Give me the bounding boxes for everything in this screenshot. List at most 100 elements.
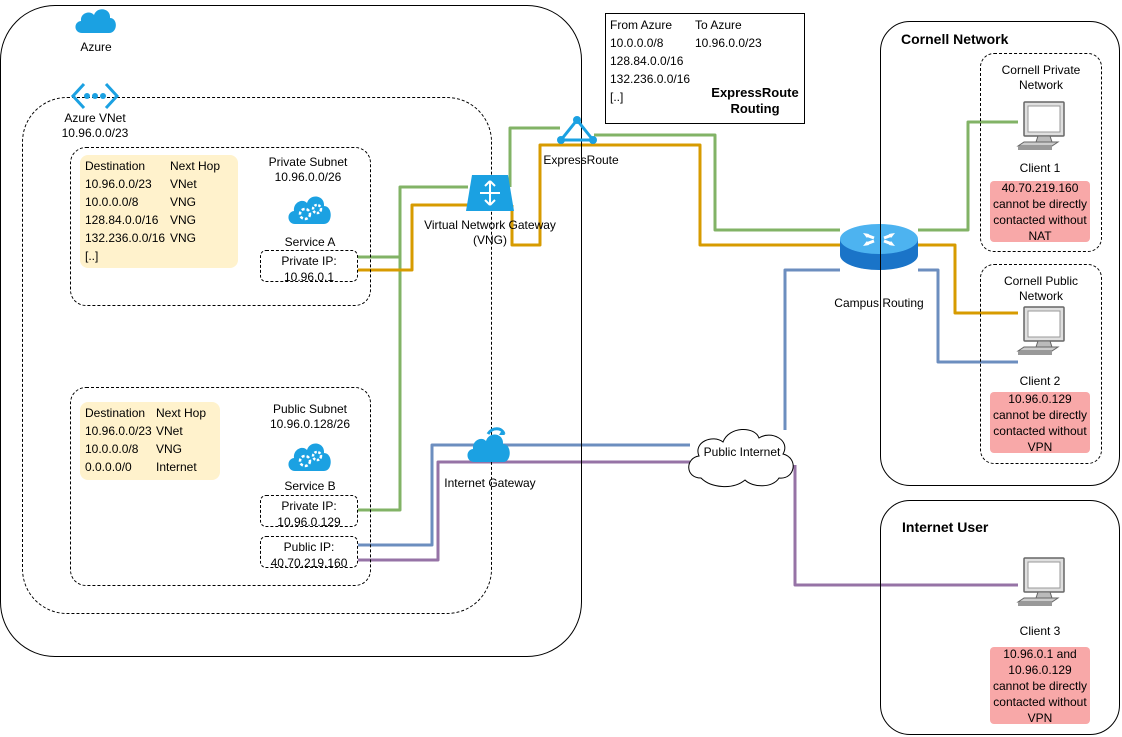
blue-link-internet-campus (783, 268, 840, 430)
expressroute-label: ExpressRoute (543, 153, 619, 167)
blue-link-public-ip (358, 443, 690, 547)
route-header: Destination Next Hop (85, 404, 215, 422)
note-line: cannot be directly (992, 407, 1088, 422)
blue-link-campus-client2 (918, 268, 1018, 364)
azure-cloud-icon (72, 3, 118, 40)
next-hop-header: Next Hop (170, 159, 221, 173)
route-destination: [..] (85, 249, 99, 263)
route-destination: 0.0.0.0/0 (85, 460, 132, 474)
from-azure-prefix: 10.0.0.0/8 (610, 36, 664, 50)
route-row: 128.84.0.0/16 VNG (85, 211, 233, 229)
green-link-campus-client1 (918, 120, 1018, 232)
private-ip-value: 10.96.0.1 (283, 270, 335, 284)
client-1-label: Client 1 (1019, 161, 1061, 175)
private-ip-label: Private IP: (281, 254, 337, 268)
cornell-network-title: Cornell Network (901, 31, 1009, 47)
client-1-computer-icon (1016, 100, 1066, 160)
service-a-private-ip-box: Private IP: 10.96.0.1 (260, 250, 358, 284)
service-a-label: Service A (284, 235, 336, 249)
note-line: 40.70.219.160 (1001, 180, 1079, 195)
note-line: 10.96.0.1 and (1003, 646, 1077, 661)
route-next-hop: VNG (156, 442, 183, 456)
note-line: 10.96.0.129 (1008, 391, 1072, 406)
route-destination: 10.96.0.0/23 (85, 424, 152, 438)
green-link-vng-expressroute (508, 126, 560, 187)
note-line: contacted without (993, 212, 1087, 227)
note-line: contacted without (993, 423, 1087, 438)
green-link-service-b (358, 187, 402, 512)
vnet-icon (70, 81, 120, 116)
route-next-hop: VNet (170, 177, 197, 191)
public-subnet-container (70, 387, 371, 586)
orange-link-vng-expressroute (510, 143, 840, 247)
next-hop-header: Next Hop (156, 406, 207, 420)
purple-link-public-ip (358, 460, 690, 562)
service-b-icon (285, 437, 335, 480)
expressroute-routing-box (605, 13, 805, 124)
orange-link-service-a (358, 203, 468, 272)
from-azure-prefix: [..] (610, 90, 624, 104)
route-row: 0.0.0.0/0 Internet (85, 458, 215, 476)
private-subnet-cidr: 10.96.0.0/26 (274, 170, 342, 184)
route-next-hop: VNG (170, 195, 197, 209)
route-next-hop: Internet (156, 460, 197, 474)
cornell-public-network-container (980, 264, 1102, 464)
route-destination: 128.84.0.0/16 (85, 213, 159, 227)
internet-gateway-icon (464, 424, 516, 471)
vnet-container (22, 97, 492, 614)
orange-link-campus-client2 (918, 243, 1018, 315)
from-azure-header: From Azure (610, 18, 673, 32)
route-row: 10.96.0.0/23 VNet (85, 422, 215, 440)
route-row: 132.236.0.0/16 VNG (85, 229, 233, 247)
client-2-label: Client 2 (1019, 374, 1061, 388)
public-ip-label: Public IP: (283, 540, 335, 554)
from-azure-prefix: 132.236.0.0/16 (610, 72, 691, 86)
to-azure-prefix: 10.96.0.0/23 (695, 36, 762, 50)
route-next-hop: VNet (156, 424, 183, 438)
router-icon (838, 219, 920, 278)
cornell-public-network-label: Cornell Public (1003, 274, 1079, 288)
from-azure-prefix: 128.84.0.0/16 (610, 54, 684, 68)
azure-container (0, 5, 582, 657)
vng-icon (464, 173, 516, 218)
route-row: 10.0.0.0/8 VNG (85, 193, 233, 211)
public-subnet-title: Public Subnet (272, 402, 348, 416)
internet-gateway-label: Internet Gateway (444, 476, 536, 490)
public-internet-cloud-icon (683, 420, 801, 495)
route-destination: 10.0.0.0/8 (85, 442, 139, 456)
public-subnet-cidr: 10.96.0.128/26 (269, 417, 351, 431)
note-line: NAT (1028, 228, 1052, 243)
purple-link-internet-client3 (793, 465, 1018, 587)
service-b-public-ip-box: Public IP: 40.70.219.160 (260, 536, 358, 570)
client-2-note: 10.96.0.129 cannot be directly contacted… (990, 391, 1090, 454)
to-azure-header: To Azure (695, 18, 742, 32)
cornell-private-network-label: Cornell Private (1001, 63, 1081, 77)
note-line: contacted without (993, 694, 1087, 709)
expressroute-icon (556, 114, 598, 151)
route-destination: 10.96.0.0/23 (85, 177, 152, 191)
public-route-table: Destination Next Hop 10.96.0.0/23 VNet 1… (80, 402, 220, 480)
route-header: Destination Next Hop (85, 157, 233, 175)
note-line: VPN (1027, 710, 1053, 725)
campus-routing-label: Campus Routing (834, 296, 924, 310)
cornell-private-network-container (980, 53, 1102, 252)
destination-header: Destination (85, 159, 146, 173)
destination-header: Destination (85, 406, 146, 420)
client-3-label: Client 3 (1019, 624, 1061, 638)
route-row: [..] (85, 247, 233, 265)
route-row: 10.96.0.0/23 VNet (85, 175, 233, 193)
vng-label: Virtual Network Gateway (424, 218, 556, 232)
green-link-expressroute-campus (594, 133, 840, 232)
note-line: cannot be directly (992, 678, 1088, 693)
routing-title: Routing (730, 101, 780, 116)
azure-label: Azure (80, 40, 112, 54)
private-subnet-container (70, 147, 371, 306)
route-next-hop: VNG (170, 213, 197, 227)
internet-user-container (880, 500, 1120, 735)
internet-user-title: Internet User (902, 519, 989, 535)
cornell-network-container (880, 21, 1120, 486)
route-next-hop: VNG (170, 231, 197, 245)
route-row: 10.0.0.0/8 VNG (85, 440, 215, 458)
private-route-table: Destination Next Hop 10.96.0.0/23 VNet 1… (80, 155, 238, 268)
